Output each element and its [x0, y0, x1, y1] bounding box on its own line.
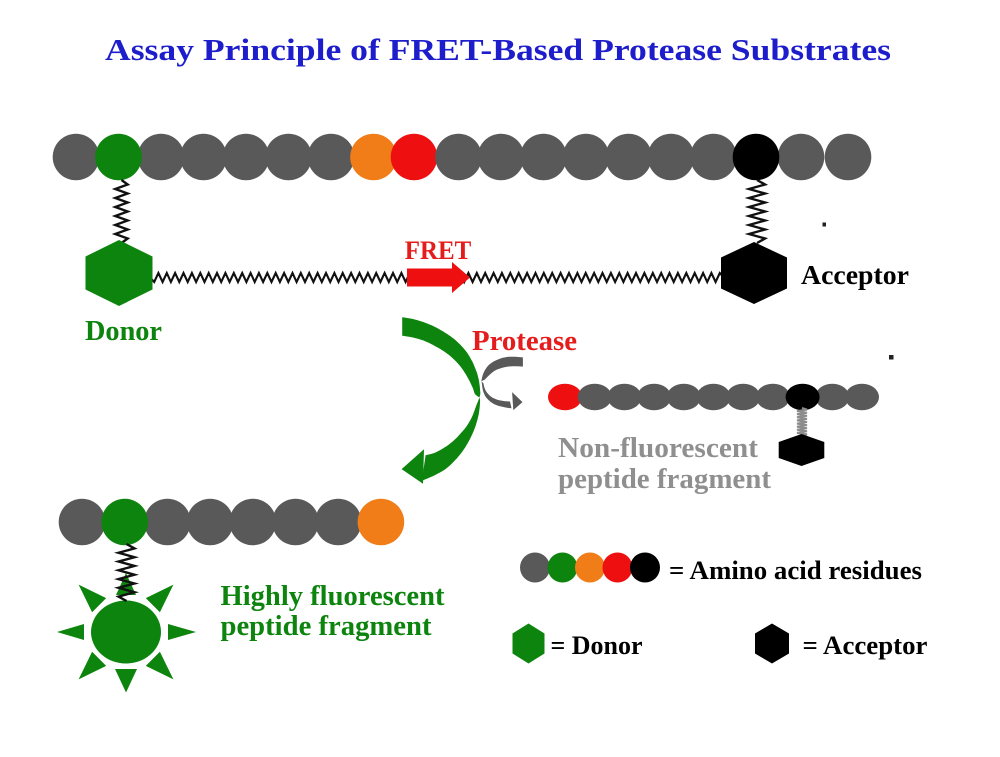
svg-text:peptide fragment: peptide fragment — [221, 610, 432, 642]
svg-text:Protease: Protease — [472, 326, 577, 357]
svg-text:= Acceptor: = Acceptor — [803, 630, 928, 660]
svg-text:Acceptor: Acceptor — [801, 260, 909, 290]
svg-text:Highly fluorescent: Highly fluorescent — [221, 580, 445, 612]
svg-text:peptide fragment: peptide fragment — [558, 463, 771, 495]
svg-text:FRET: FRET — [405, 236, 472, 265]
svg-text:Assay Principle of FRET-Based: Assay Principle of FRET-Based Protease S… — [105, 32, 891, 67]
svg-text:= Amino acid residues: = Amino acid residues — [669, 555, 922, 585]
svg-text:= Donor: = Donor — [551, 631, 643, 660]
svg-text:Donor: Donor — [85, 315, 162, 347]
svg-text:Non-fluorescent: Non-fluorescent — [558, 432, 758, 464]
